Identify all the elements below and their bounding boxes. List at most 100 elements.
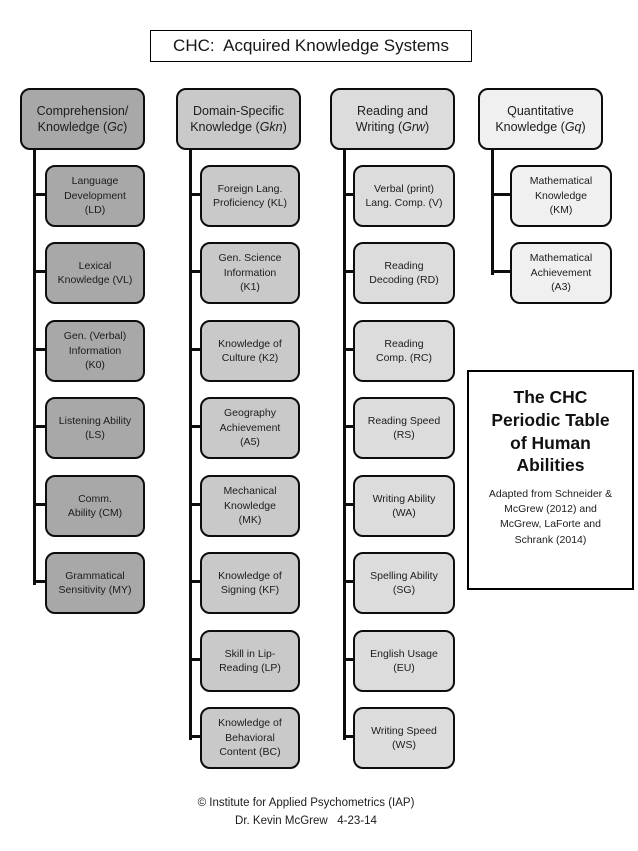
header-code: Grw: [402, 120, 426, 134]
header-label-gq: Quantitative Knowledge (Gq): [493, 103, 587, 136]
ability-label: English Usage (EU): [370, 647, 438, 674]
connector-vline-gkn: [189, 150, 192, 740]
header-label-gkn: Domain-Specific Knowledge (Gkn): [188, 103, 289, 136]
header-paren-close: ): [123, 120, 128, 134]
ability-label: Writing Speed (WS): [371, 724, 437, 751]
ability-box-a5: Geography Achievement (A5): [200, 397, 300, 459]
info-box-subtitle: Adapted from Schneider & McGrew (2012) a…: [488, 488, 613, 546]
ability-box-km: Mathematical Knowledge (KM): [510, 165, 612, 227]
ability-box-vl: Lexical Knowledge (VL): [45, 242, 145, 304]
connector-vline-gc: [33, 150, 36, 585]
ability-box-rd: Reading Decoding (RD): [353, 242, 455, 304]
ability-label: Reading Decoding (RD): [369, 259, 439, 286]
header-paren-close: ): [425, 120, 430, 134]
ability-box-ls: Listening Ability (LS): [45, 397, 145, 459]
ability-label: Writing Ability (WA): [372, 492, 436, 519]
footer-copyright: © Institute for Applied Psychometrics (I…: [197, 797, 415, 809]
connector-tick: [343, 425, 353, 428]
header-paren-open: (: [99, 120, 108, 134]
diagram-title: CHC: Acquired Knowledge Systems: [173, 36, 449, 55]
header-paren-close: ): [581, 120, 586, 134]
ability-box-lp: Skill in Lip- Reading (LP): [200, 630, 300, 692]
ability-box-eu: English Usage (EU): [353, 630, 455, 692]
ability-label: Reading Speed (RS): [367, 414, 441, 441]
header-box-grw: Reading and Writing (Grw): [330, 88, 455, 150]
ability-label: Knowledge of Behavioral Content (BC): [218, 717, 282, 759]
header-box-gkn: Domain-Specific Knowledge (Gkn): [176, 88, 301, 150]
connector-tick: [189, 193, 200, 196]
header-code: Gc: [107, 120, 124, 134]
footer-author-date: Dr. Kevin McGrew 4-23-14: [235, 814, 377, 827]
ability-label: Foreign Lang. Proficiency (KL): [212, 182, 288, 209]
ability-label: Spelling Ability (SG): [370, 569, 438, 596]
header-name: Reading and Writing: [355, 103, 428, 135]
ability-label: Knowledge of Signing (KF): [218, 569, 282, 596]
connector-tick: [343, 348, 353, 351]
ability-label: Mathematical Achievement (A3): [529, 252, 593, 294]
ability-label: Mechanical Knowledge (MK): [223, 485, 277, 527]
connector-tick: [491, 193, 510, 196]
periodic-table-info-box: The CHC Periodic Table of Human Abilitie…: [467, 370, 634, 590]
connector-vline-gq: [491, 150, 494, 275]
header-paren-open: (: [252, 120, 260, 134]
ability-box-rc: Reading Comp. (RC): [353, 320, 455, 382]
connector-tick: [33, 193, 45, 196]
header-box-gc: Comprehension/ Knowledge (Gc): [20, 88, 145, 150]
connector-tick: [189, 348, 200, 351]
ability-label: Verbal (print) Lang. Comp. (V): [365, 182, 443, 209]
connector-tick: [189, 735, 200, 738]
connector-tick: [189, 503, 200, 506]
ability-box-cm: Comm. Ability (CM): [45, 475, 145, 537]
ability-label: Listening Ability (LS): [58, 414, 132, 441]
ability-label: Mathematical Knowledge (KM): [529, 175, 593, 217]
header-paren-close: ): [282, 120, 287, 134]
header-code: Gkn: [259, 120, 283, 134]
connector-tick: [33, 503, 45, 506]
connector-tick: [343, 580, 353, 583]
info-box-title: The CHC Periodic Table of Human Abilitie…: [491, 387, 610, 476]
ability-label: Geography Achievement (A5): [219, 407, 281, 449]
header-name: Comprehension/ Knowledge: [36, 103, 129, 135]
ability-box-k0: Gen. (Verbal) Information (K0): [45, 320, 145, 382]
ability-label: Knowledge of Culture (K2): [218, 337, 282, 364]
ability-box-k2: Knowledge of Culture (K2): [200, 320, 300, 382]
connector-tick: [33, 580, 45, 583]
connector-tick: [343, 735, 353, 738]
header-box-gq: Quantitative Knowledge (Gq): [478, 88, 603, 150]
header-name: Domain-Specific Knowledge: [190, 103, 284, 135]
ability-box-my: Grammatical Sensitivity (MY): [45, 552, 145, 614]
ability-label: Language Development (LD): [64, 175, 126, 217]
connector-tick: [189, 425, 200, 428]
header-name: Quantitative Knowledge: [495, 103, 574, 135]
connector-tick: [189, 658, 200, 661]
ability-box-rs: Reading Speed (RS): [353, 397, 455, 459]
diagram-title-box: CHC: Acquired Knowledge Systems: [150, 30, 472, 62]
ability-box-bc: Knowledge of Behavioral Content (BC): [200, 707, 300, 769]
connector-tick: [189, 580, 200, 583]
header-paren-open: (: [557, 120, 565, 134]
connector-tick: [189, 270, 200, 273]
ability-label: Reading Comp. (RC): [375, 337, 432, 364]
connector-tick: [343, 270, 353, 273]
connector-tick: [33, 348, 45, 351]
ability-label: Skill in Lip- Reading (LP): [219, 647, 281, 674]
ability-box-mk: Mechanical Knowledge (MK): [200, 475, 300, 537]
ability-box-wa: Writing Ability (WA): [353, 475, 455, 537]
ability-label: Gen. Science Information (K1): [218, 252, 282, 294]
ability-box-kl: Foreign Lang. Proficiency (KL): [200, 165, 300, 227]
connector-tick: [33, 270, 45, 273]
footer: © Institute for Applied Psychometrics (I…: [0, 795, 612, 831]
ability-box-k1: Gen. Science Information (K1): [200, 242, 300, 304]
ability-label: Comm. Ability (CM): [67, 492, 123, 519]
connector-tick: [343, 193, 353, 196]
connector-vline-grw: [343, 150, 346, 740]
ability-box-v: Verbal (print) Lang. Comp. (V): [353, 165, 455, 227]
connector-tick: [33, 425, 45, 428]
ability-box-ld: Language Development (LD): [45, 165, 145, 227]
header-code: Gq: [564, 120, 582, 134]
ability-label: Gen. (Verbal) Information (K0): [63, 330, 127, 372]
ability-box-ws: Writing Speed (WS): [353, 707, 455, 769]
connector-tick: [343, 503, 353, 506]
connector-tick: [491, 270, 510, 273]
header-paren-open: (: [394, 120, 403, 134]
